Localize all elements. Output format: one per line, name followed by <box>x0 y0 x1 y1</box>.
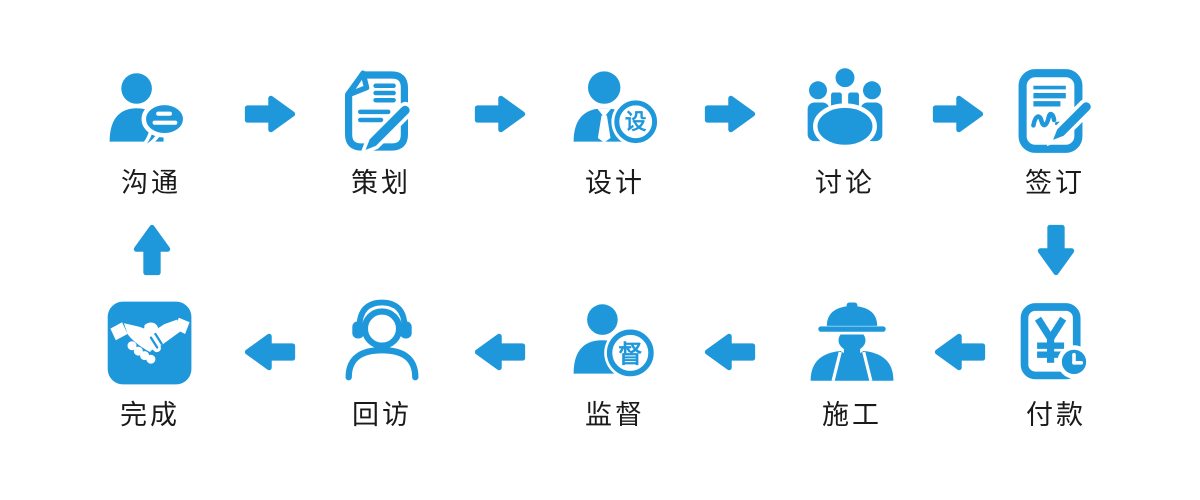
step-label: 完成 <box>120 400 180 431</box>
step-planning: 策划 <box>301 66 461 199</box>
step-label: 付款 <box>1026 400 1086 431</box>
step-follow-up: 回访 <box>302 298 462 431</box>
design-badge-char: 设 <box>625 110 647 135</box>
step-label: 设计 <box>585 168 645 199</box>
step-label: 策划 <box>351 168 411 199</box>
arrow-up-icon <box>132 224 172 276</box>
arrow-left-icon <box>704 332 756 372</box>
step-construction: 施工 <box>772 298 932 431</box>
arrow-left-icon <box>934 332 986 372</box>
arrow-right-icon <box>474 94 526 134</box>
step-label: 讨论 <box>815 168 875 199</box>
step-label: 监督 <box>585 400 645 431</box>
document-pencil-icon <box>345 70 414 156</box>
step-supervision: 督 监督 <box>535 298 695 431</box>
arrow-right-icon <box>704 94 756 134</box>
step-label: 施工 <box>822 400 882 431</box>
step-label: 沟通 <box>121 168 181 199</box>
arrow-right-icon <box>244 94 296 134</box>
handshake-icon <box>107 301 192 385</box>
designer-person-icon: 设 <box>573 71 660 147</box>
person-chat-icon <box>109 73 188 152</box>
construction-worker-icon <box>810 302 894 382</box>
arrow-left-icon <box>244 332 296 372</box>
step-payment: 付款 <box>976 298 1136 431</box>
step-design: 设 设计 <box>535 66 695 199</box>
step-label: 签订 <box>1025 168 1085 199</box>
meeting-table-icon <box>804 66 886 150</box>
arrow-left-icon <box>474 332 526 372</box>
step-label: 回访 <box>352 400 412 431</box>
step-communication: 沟通 <box>71 66 231 199</box>
step-completed: 完成 <box>70 298 230 431</box>
payment-clock-icon <box>1020 303 1091 380</box>
headset-support-icon <box>345 299 419 381</box>
step-discussion: 讨论 <box>765 66 925 199</box>
supervision-badge-char: 督 <box>618 339 642 368</box>
arrow-right-icon <box>932 94 984 134</box>
arrow-down-icon <box>1036 224 1076 276</box>
step-signing: 签订 <box>975 66 1135 199</box>
contract-signing-icon <box>1018 69 1095 153</box>
supervisor-person-icon: 督 <box>573 304 657 379</box>
